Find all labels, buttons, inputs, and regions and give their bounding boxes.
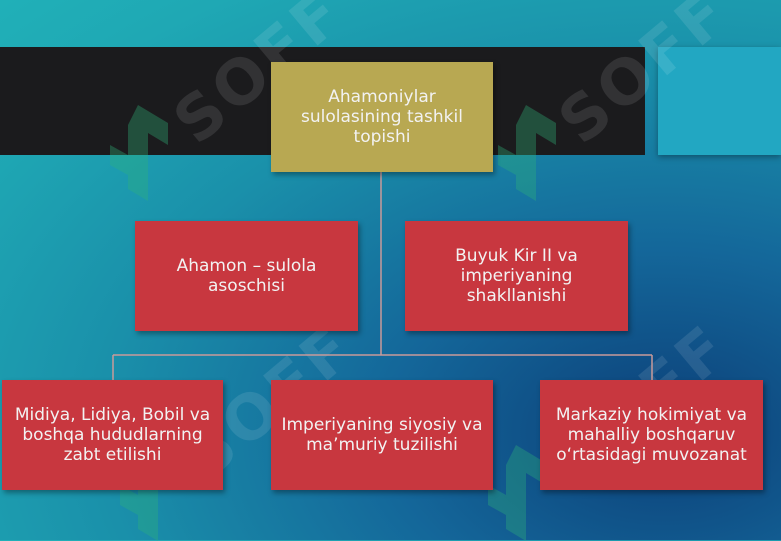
root-node-label: Ahamoniylar sulolasining tashkil topishi — [301, 87, 463, 147]
conquest-node: Midiya, Lidiya, Bobil va boshqa hududlar… — [2, 380, 223, 490]
balance-node: Markaziy hokimiyat va mahalliy boshqaruv… — [540, 380, 763, 490]
balance-node-label: Markaziy hokimiyat va mahalliy boshqaruv… — [555, 405, 748, 465]
watermark-logo-icon — [488, 445, 546, 541]
header-band-teal — [658, 47, 781, 155]
founder-node: Ahamon – sulola asoschisi — [135, 221, 358, 331]
root-node: Ahamoniylar sulolasining tashkil topishi — [271, 62, 493, 172]
watermark-logo-icon — [498, 105, 556, 201]
cyrus-node: Buyuk Kir II va imperiyaning shakllanish… — [405, 221, 628, 331]
structure-node-label: Imperiyaning siyosiy va ma’muriy tuzilis… — [281, 415, 483, 455]
cyrus-node-label: Buyuk Kir II va imperiyaning shakllanish… — [455, 246, 578, 306]
watermark-logo-icon — [110, 105, 168, 201]
conquest-node-label: Midiya, Lidiya, Bobil va boshqa hududlar… — [14, 405, 211, 465]
founder-node-label: Ahamon – sulola asoschisi — [176, 256, 317, 296]
structure-node: Imperiyaning siyosiy va ma’muriy tuzilis… — [271, 380, 493, 490]
